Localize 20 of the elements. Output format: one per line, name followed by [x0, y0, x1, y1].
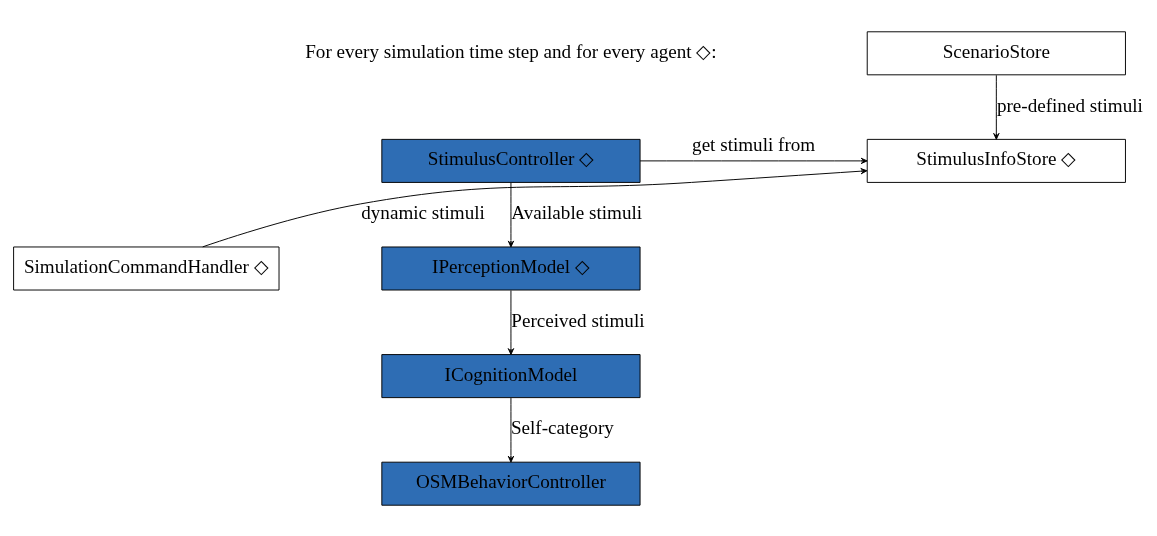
arrow [507, 181, 515, 247]
arrow [507, 397, 515, 463]
edge-label: Perceived stimuli [511, 309, 645, 331]
node-box: StimulusInfoStore ◇ [866, 138, 1126, 183]
node-label: For every simulation time step and for every agent ◇: [305, 40, 717, 62]
edge-label: pre-defined stimuli [996, 94, 1143, 116]
edge-label: Self-category [510, 416, 614, 438]
arrow [993, 74, 1000, 140]
arrow [639, 157, 868, 164]
node-box: ICognitionModel [381, 353, 641, 398]
arrow [202, 167, 868, 247]
node-box: SimulationCommandHandler ◇ [13, 246, 280, 290]
edge-label: get stimuli from [692, 133, 816, 155]
node-box: StimulusController ◇ [381, 138, 641, 183]
edge-label: dynamic stimuli [361, 201, 485, 223]
node-box: ScenarioStore [866, 30, 1126, 75]
edge-label: Available stimuli [511, 201, 643, 223]
node-box: IPerceptionModel ◇ [381, 246, 641, 290]
node-box: OSMBehaviorController [381, 461, 641, 506]
arrow [507, 289, 515, 355]
